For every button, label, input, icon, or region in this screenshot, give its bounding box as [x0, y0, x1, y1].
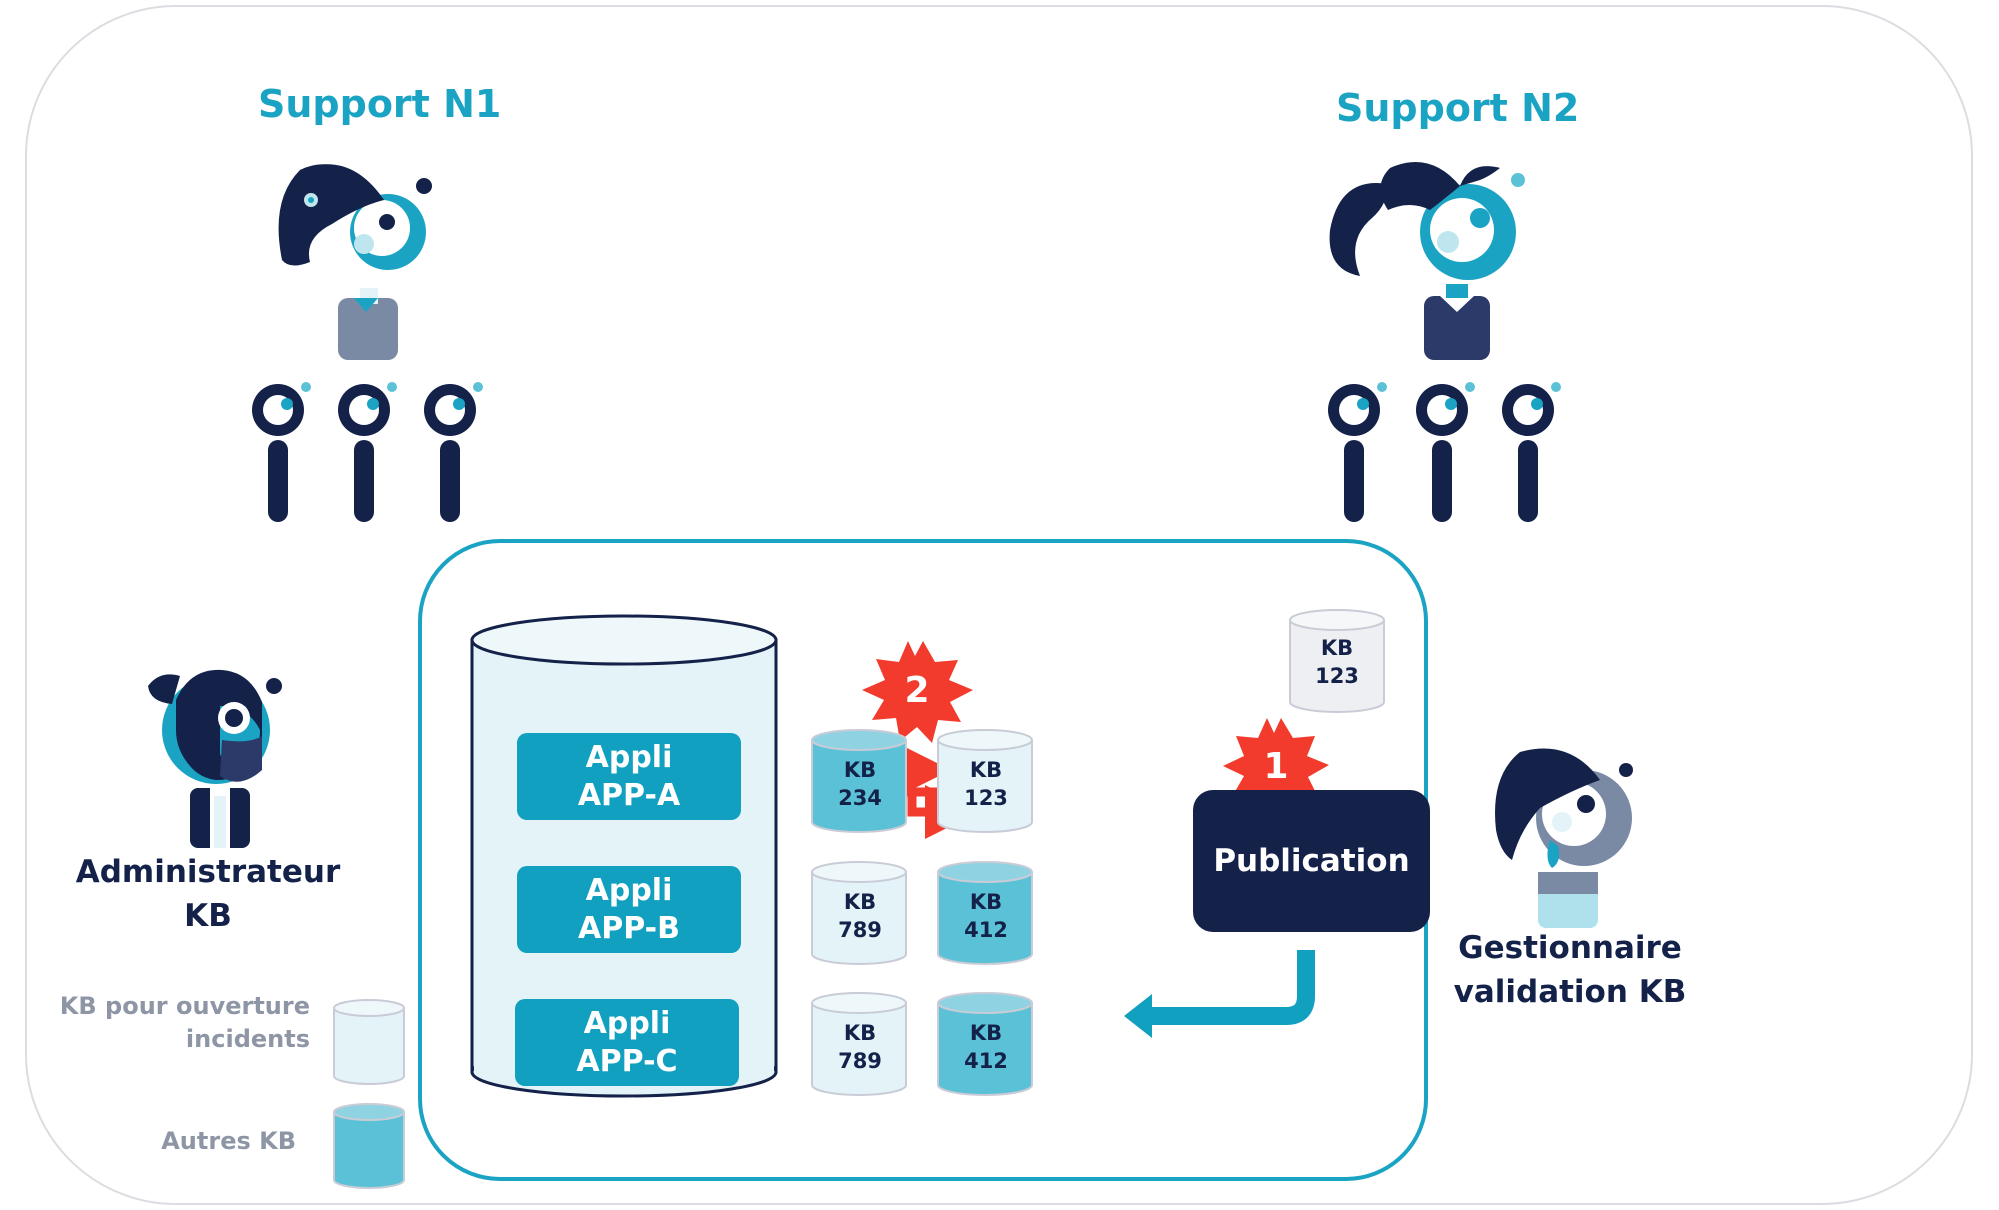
administrateur-label: Administrateur KB [58, 850, 358, 938]
kb-label-123-line1: KB [969, 758, 1003, 782]
app-box-a-line2: APP-A [577, 777, 681, 813]
kb-cylinder [937, 729, 1033, 833]
kb-label-789-b: KB 789 [812, 888, 908, 944]
support-n2-lead-avatar [1329, 162, 1525, 360]
legend-incidents-line2: incidents [185, 1025, 310, 1053]
kb-label-789-c-line1: KB [843, 1021, 877, 1045]
kb-label-412-b-line1: KB [969, 890, 1003, 914]
administrateur-label-line2: KB [184, 898, 232, 934]
kb-cylinder [937, 992, 1033, 1096]
kb-label-123: KB 123 [938, 756, 1034, 812]
agent-figure [1502, 382, 1561, 522]
legend-incidents-line1: KB pour ouverture [59, 992, 310, 1020]
kb-label-412-c-line2: 412 [964, 1049, 1008, 1073]
kb-cylinder [811, 992, 907, 1096]
kb-label-412-c-line1: KB [969, 1021, 1003, 1045]
legend-incidents-label: KB pour ouverture incidents [40, 990, 310, 1056]
pending-kb-cylinder [1289, 609, 1385, 713]
agent-figure [1416, 382, 1475, 522]
app-box-a-line1: Appli [585, 739, 673, 775]
step-2-burst [862, 641, 973, 743]
legend-autres-label: Autres KB [161, 1127, 296, 1155]
step-2-number: 2 [904, 670, 930, 711]
pending-kb-label-line1: KB [1320, 636, 1354, 660]
kb-label-412-c: KB 412 [938, 1019, 1034, 1075]
gestionnaire-label-line1: Gestionnaire [1458, 930, 1682, 966]
kb-label-789-c: KB 789 [812, 1019, 908, 1075]
support-n1-title: Support N1 [258, 82, 502, 126]
pending-kb-label: KB 123 [1289, 634, 1385, 690]
kb-cylinder [811, 729, 907, 833]
support-n1-lead-avatar [278, 164, 432, 360]
kb-cylinder-grid [811, 729, 1033, 1096]
administrateur-avatar [148, 669, 282, 848]
publication-arrow [1148, 950, 1315, 1025]
kb-cylinder [811, 861, 907, 965]
kb-cylinder [937, 861, 1033, 965]
agent-figure [338, 382, 397, 522]
administrateur-label-line1: Administrateur [75, 854, 341, 890]
kb-label-789-b-line1: KB [843, 890, 877, 914]
publication-box: Publication [1193, 790, 1430, 932]
app-box-c-line2: APP-C [576, 1043, 678, 1079]
app-box-c-line1: Appli [583, 1005, 671, 1041]
kb-label-123-line2: 123 [964, 786, 1008, 810]
gestionnaire-label: Gestionnaire validation KB [1420, 926, 1720, 1014]
support-n2-agents [1328, 382, 1561, 522]
gestionnaire-label-line2: validation KB [1453, 974, 1687, 1010]
agent-figure [424, 382, 483, 522]
app-box-b: Appli APP-B [517, 866, 741, 953]
agent-figure [252, 382, 311, 522]
app-box-a: Appli APP-A [517, 733, 741, 820]
kb-label-234: KB 234 [812, 756, 908, 812]
gestionnaire-avatar [1495, 748, 1633, 928]
kb-label-789-c-line2: 789 [838, 1049, 882, 1073]
app-box-b-line1: Appli [585, 872, 673, 908]
kb-label-234-line2: 234 [838, 786, 882, 810]
app-box-c: Appli APP-C [515, 999, 739, 1086]
support-n1-agents [252, 382, 483, 522]
kb-label-789-b-line2: 789 [838, 918, 882, 942]
support-n2-title: Support N2 [1336, 86, 1580, 130]
publication-label: Publication [1213, 843, 1410, 879]
pending-kb-label-line2: 123 [1315, 664, 1359, 688]
kb-label-412-b-line2: 412 [964, 918, 1008, 942]
legend-autres-cylinder [333, 1103, 405, 1189]
step-1-number: 1 [1263, 746, 1289, 787]
kb-label-412-b: KB 412 [938, 888, 1034, 944]
app-box-b-line2: APP-B [578, 910, 680, 946]
kb-label-234-line1: KB [843, 758, 877, 782]
legend-incidents-cylinder [333, 999, 405, 1085]
agent-figure [1328, 382, 1387, 522]
publication-arrowhead [1124, 994, 1152, 1038]
